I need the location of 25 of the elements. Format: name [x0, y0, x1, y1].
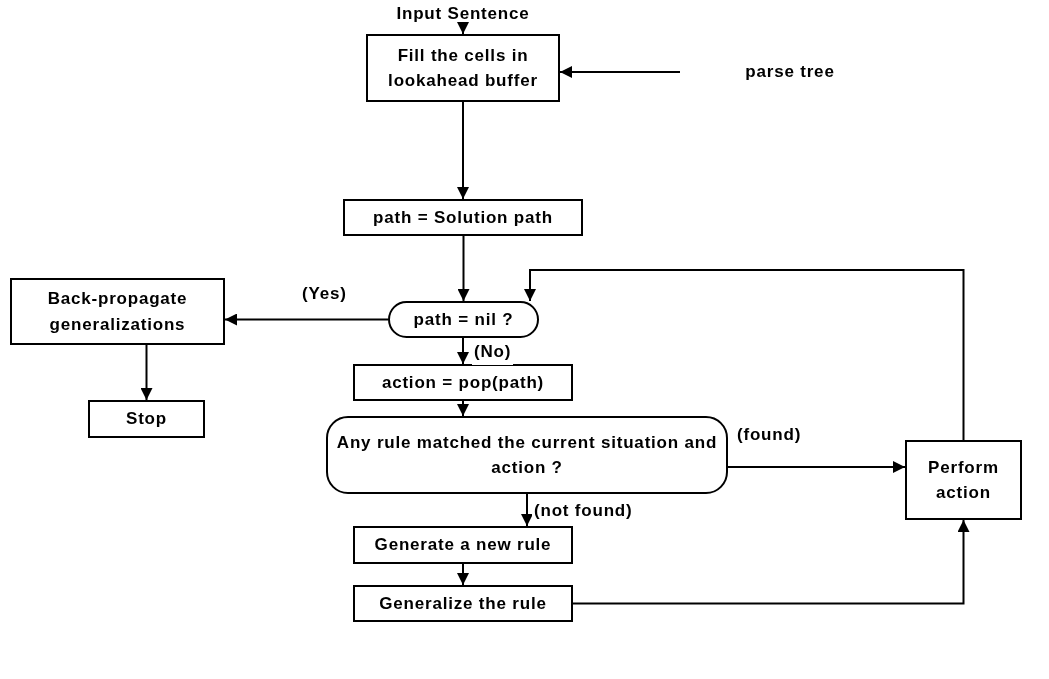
arrow	[457, 337, 469, 365]
arrow	[457, 235, 470, 302]
flow-text: parse tree	[680, 58, 900, 86]
process-box: Perform action	[905, 440, 1022, 520]
process-box: path = Solution path	[343, 199, 583, 236]
decision-box: path = nil ?	[388, 301, 539, 338]
process-box: Stop	[88, 400, 205, 438]
arrow	[521, 493, 533, 527]
arrow	[457, 22, 469, 35]
arrow	[224, 313, 389, 326]
process-box: Generalize the rule	[353, 585, 573, 622]
arrow	[524, 269, 965, 441]
arrow	[457, 563, 469, 586]
flow-text: Input Sentence	[363, 2, 563, 26]
decision-box: Any rule matched the current situation and action ?	[326, 416, 728, 494]
process-box: Back-propagate generalizations	[10, 278, 225, 345]
arrow	[727, 461, 906, 473]
arrow	[457, 400, 469, 417]
arrow	[572, 519, 970, 605]
process-box: Fill the cells in lookahead buffer	[366, 34, 560, 102]
arrow	[457, 101, 469, 200]
arrow	[559, 66, 681, 78]
process-box: action = pop(path)	[353, 364, 573, 401]
arrow	[140, 344, 153, 401]
process-box: Generate a new rule	[353, 526, 573, 564]
